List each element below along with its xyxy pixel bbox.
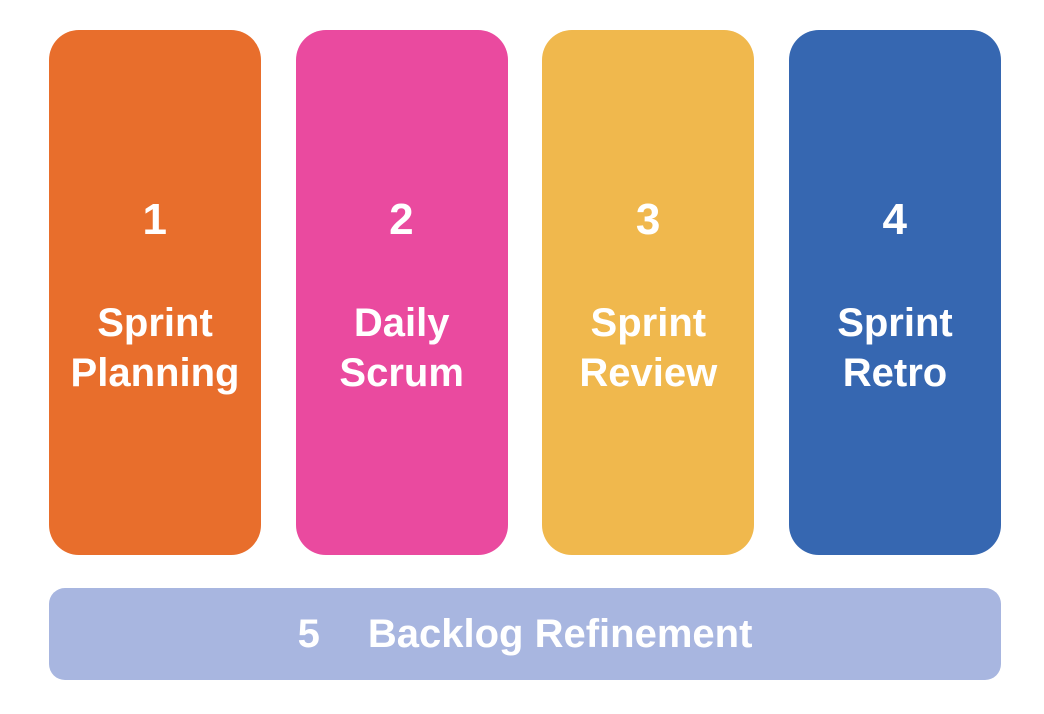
event-card-title: Sprint Retro [837,301,953,395]
event-card-sprint-retro[interactable]: 4 Sprint Retro [788,30,1001,555]
event-card-title: Daily Scrum [339,301,464,395]
backlog-refinement-bar[interactable]: 5 Backlog Refinement [49,588,1001,680]
event-card-daily-scrum[interactable]: 2 Daily Scrum [295,30,508,555]
event-cards-row: 1 Sprint Planning 2 Daily Scrum 3 Sprint… [49,30,1001,555]
event-card-number: 4 [882,195,908,244]
event-card-sprint-planning[interactable]: 1 Sprint Planning [49,30,261,555]
backlog-refinement-number: 5 [297,612,320,656]
event-card-title: Sprint Planning [70,301,240,395]
event-card-number: 2 [389,195,415,244]
event-card-title: Sprint Review [579,301,718,395]
event-card-number: 1 [142,195,168,244]
backlog-refinement-title: Backlog Refinement [367,612,753,656]
event-card-number: 3 [635,195,661,244]
event-card-sprint-review[interactable]: 3 Sprint Review [542,30,755,555]
